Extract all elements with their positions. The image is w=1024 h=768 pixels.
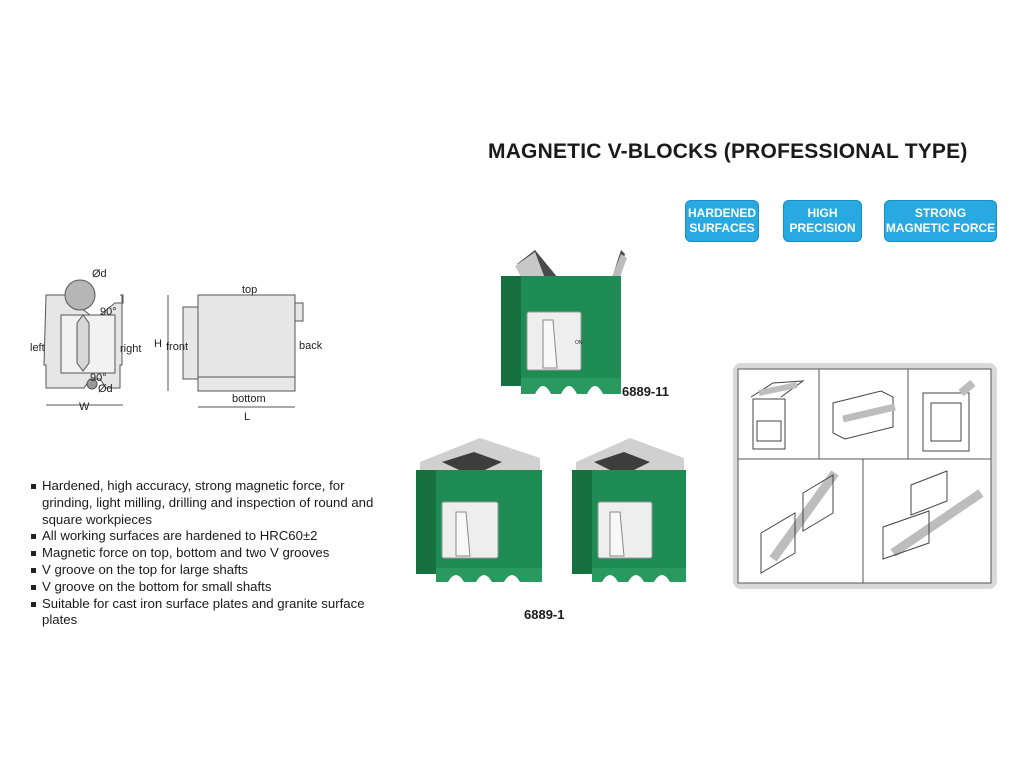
dimension-drawing — [43, 279, 304, 408]
label-left: left — [30, 342, 45, 354]
page-title: MAGNETIC V-BLOCKS (PROFESSIONAL TYPE) — [488, 140, 968, 163]
dim-length: L — [244, 411, 251, 423]
dim-angle-top: 90° — [100, 306, 117, 318]
label-front: front — [166, 341, 189, 353]
application-drawings — [737, 368, 992, 584]
product-image-6889-1-left — [416, 438, 542, 582]
label-top: top — [242, 284, 258, 296]
dim-width: W — [79, 401, 90, 413]
model-number-6889-11: 6889-11 — [622, 384, 669, 399]
model-number-6889-1: 6889-1 — [524, 607, 565, 622]
feature-item: Suitable for cast iron surface plates an… — [30, 596, 390, 630]
dim-angle-bottom: 90° — [90, 372, 107, 384]
feature-item: All working surfaces are hardened to HRC… — [30, 528, 390, 545]
feature-item: V groove on the bottom for small shafts — [30, 579, 390, 596]
feature-item: V groove on the top for large shafts — [30, 562, 390, 579]
feature-item: Magnetic force on top, bottom and two V … — [30, 545, 390, 562]
label-right: right — [120, 343, 142, 355]
switch-on-label: ON — [575, 340, 583, 346]
label-bottom: bottom — [232, 393, 266, 405]
dim-diameter-bottom: Ød — [98, 383, 113, 395]
application-panel — [733, 363, 997, 589]
product-image-6889-1-right — [572, 438, 686, 582]
dim-height: H — [154, 338, 162, 350]
label-back: back — [299, 340, 323, 352]
feature-item: Hardened, high accuracy, strong magnetic… — [30, 478, 390, 528]
product-image-6889-11 — [501, 250, 627, 394]
feature-list: Hardened, high accuracy, strong magnetic… — [30, 478, 390, 629]
dim-diameter-top: Ød — [92, 268, 107, 280]
